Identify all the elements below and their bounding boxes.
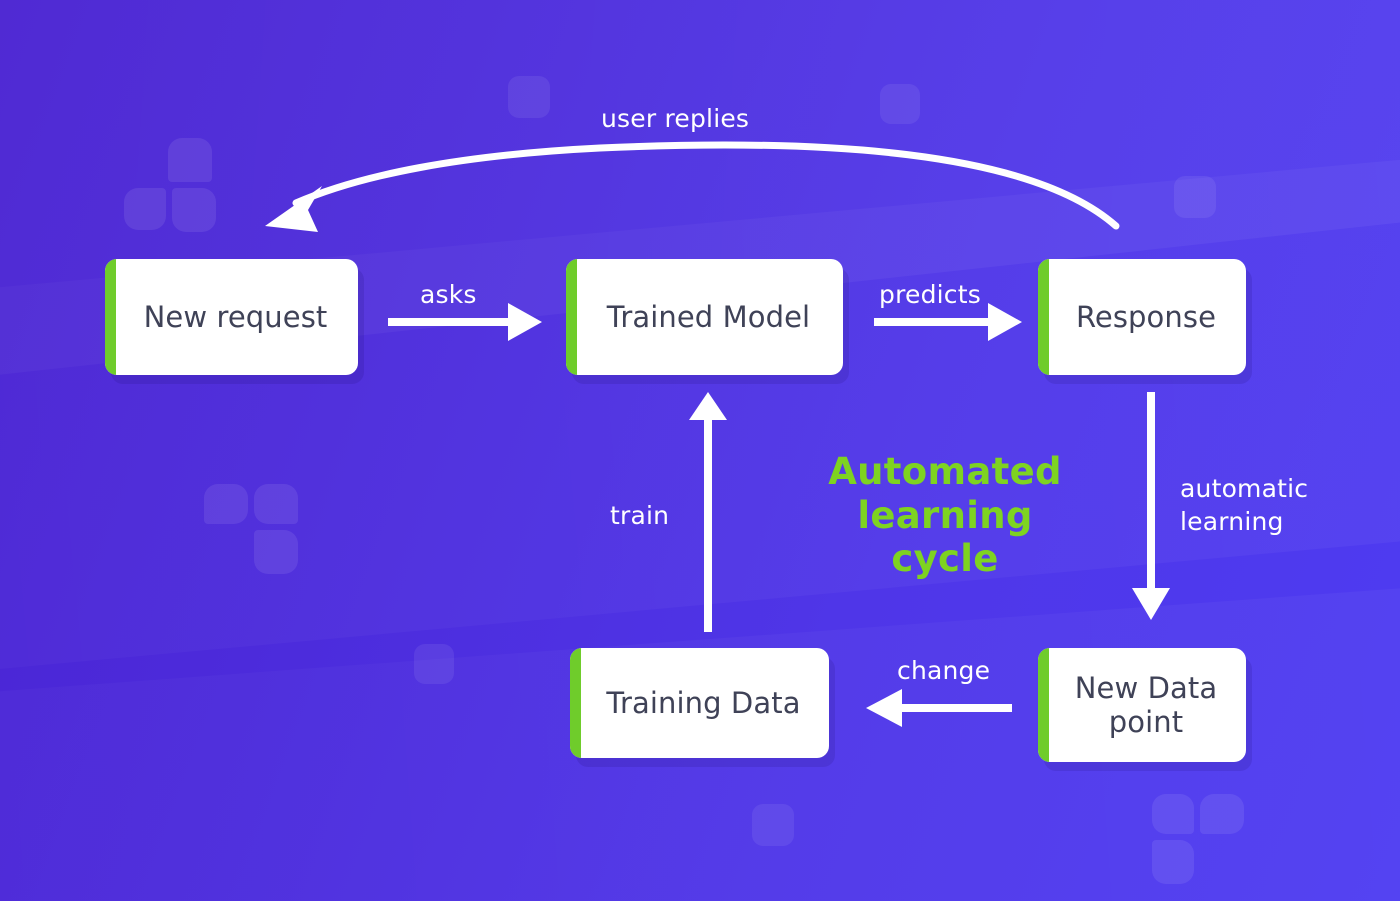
decorative-square-cluster [1152, 794, 1244, 886]
decorative-square [880, 84, 920, 124]
arrow-change [866, 689, 1012, 727]
node-label: Response [1075, 299, 1217, 334]
edge-label-train: train [610, 501, 670, 530]
edge-label-change: change [897, 656, 991, 685]
cycle-title: Automated learning cycle [828, 450, 1062, 581]
node-accent-bar [105, 259, 116, 375]
decorative-square [414, 644, 454, 684]
arrow-user-replies [265, 141, 1120, 232]
node-accent-bar [1038, 259, 1049, 375]
edge-label-user-replies: user replies [601, 104, 750, 133]
arrow-automatic-learning [1132, 392, 1170, 620]
arrow-train [689, 392, 727, 632]
decorative-square [752, 804, 794, 846]
node-trained-model[interactable]: Trained Model [566, 259, 843, 375]
node-response[interactable]: Response [1038, 259, 1246, 375]
edge-label-asks: asks [420, 280, 477, 309]
node-new-request[interactable]: New request [105, 259, 358, 375]
node-label: New Data point [1074, 670, 1218, 739]
decorative-square [1174, 176, 1216, 218]
edge-label-predicts: predicts [879, 280, 981, 309]
node-accent-bar [570, 648, 581, 758]
decorative-square-cluster [124, 138, 216, 232]
node-accent-bar [566, 259, 577, 375]
background-band [0, 136, 1400, 679]
node-label: New request [143, 299, 328, 334]
node-accent-bar [1038, 648, 1049, 762]
edge-label-automatic-learning: automatic learning [1180, 474, 1309, 536]
decorative-square-cluster [204, 484, 298, 576]
node-training-data[interactable]: Training Data [570, 648, 829, 758]
node-label: Trained Model [606, 299, 811, 334]
node-new-data-point[interactable]: New Data point [1038, 648, 1246, 762]
decorative-square [508, 76, 550, 118]
node-label: Training Data [606, 685, 801, 720]
